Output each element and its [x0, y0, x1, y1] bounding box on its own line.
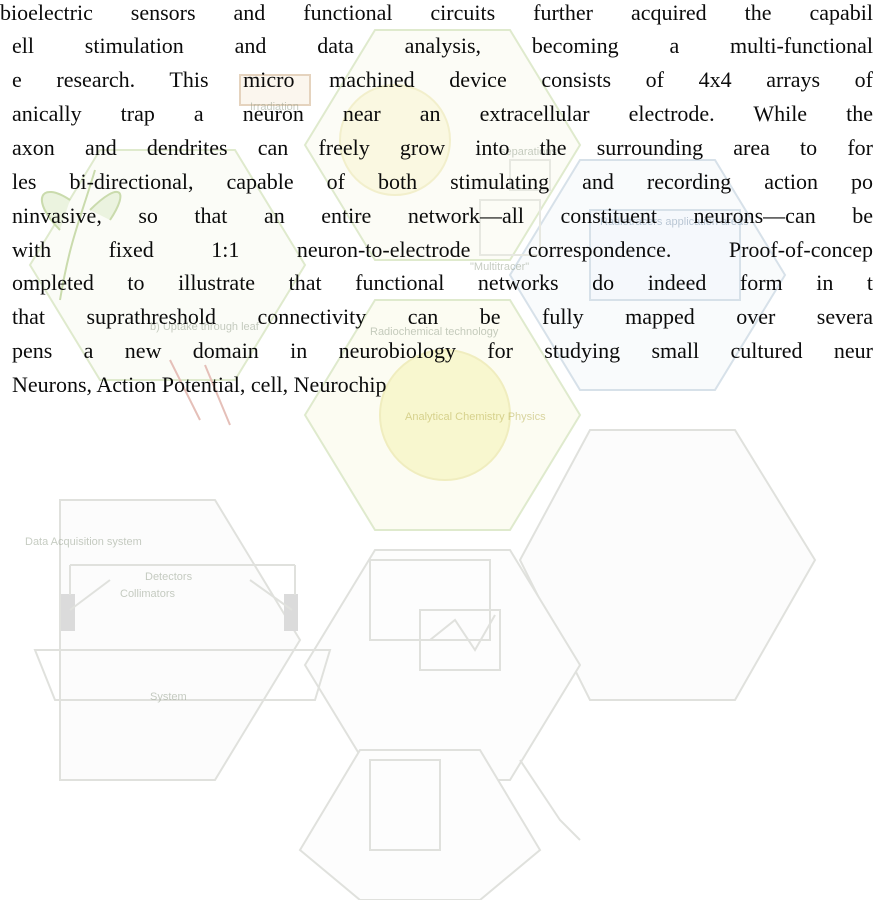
leaf-2	[89, 190, 122, 221]
label-collimators: Collimators	[120, 588, 176, 600]
bottom-right-hexagon	[518, 429, 817, 701]
text-line: pens a new domain in neurobiology for st…	[12, 338, 873, 363]
text-line: e research. This micro machined device c…	[12, 67, 873, 92]
text-line: anically trap a neuron near an extracell…	[12, 101, 873, 126]
bottom-hexagon	[303, 549, 582, 781]
label-separations: separations	[500, 146, 557, 158]
text-line: bioelectric sensors and functional circu…	[0, 0, 873, 25]
text-line: with fixed 1:1 neuron-to-electrode corre…	[12, 237, 873, 262]
text-line: les bi-directional, capable of both stim…	[12, 169, 873, 194]
label-detectors: Detectors	[145, 571, 193, 583]
bottom-mid-hexagon	[298, 749, 542, 900]
text-line: axon and dendrites can freely grow into …	[12, 135, 873, 160]
text-line: that suprathreshold connectivity can be …	[12, 304, 873, 329]
label-technology: Radiochemical technology	[370, 326, 499, 338]
label-center: Analytical Chemistry Physics	[405, 411, 546, 423]
label-system: System	[150, 691, 187, 703]
plant-stem	[59, 169, 96, 301]
keywords-line: Neurons, Action Potential, cell, Neuroch…	[12, 372, 387, 397]
text-line: ell stimulation and data analysis, becom…	[12, 33, 873, 58]
label-multitracer: "Multitracer"	[470, 261, 529, 273]
label-uptake: b) Uptake through leaf	[150, 321, 260, 333]
center-circle	[379, 349, 511, 481]
bottom-left-hexagon	[59, 499, 302, 781]
label-irradiation: Irradiation	[250, 101, 299, 113]
label-data-acquisition: Data Acquisition system	[25, 536, 142, 548]
leaf-1	[41, 190, 71, 231]
label-radiotracers: Radiotracers application areas	[600, 216, 749, 228]
text-line: ompleted to illustrate that functional n…	[12, 270, 873, 295]
text-line: ninvasive, so that an entire network—all…	[12, 203, 873, 228]
